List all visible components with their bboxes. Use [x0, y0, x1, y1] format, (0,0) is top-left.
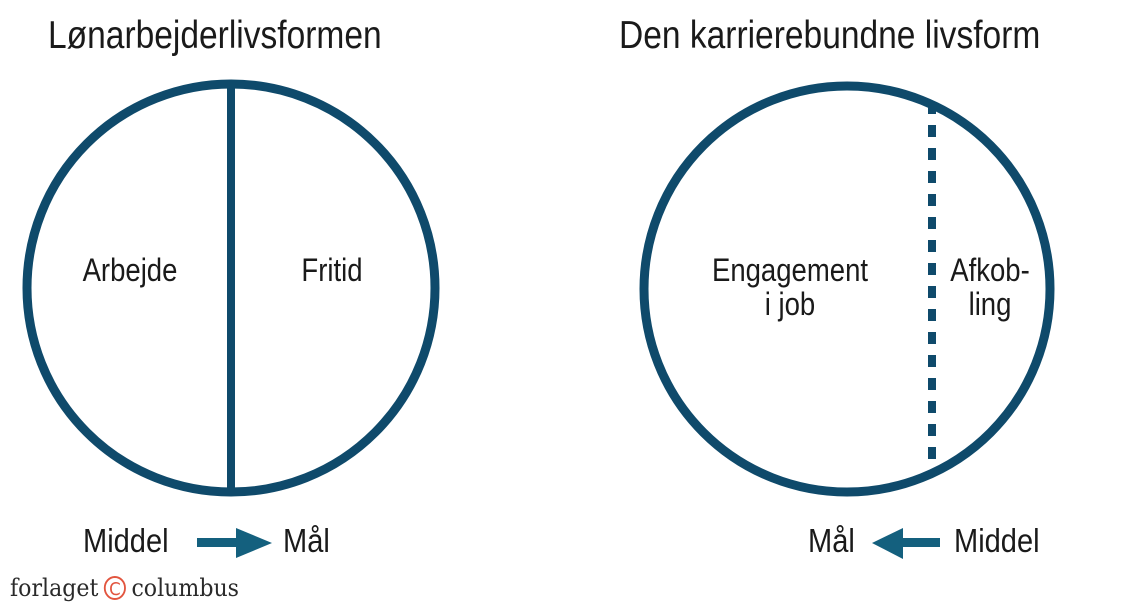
- segment-label-afkobling-line2: ling: [968, 286, 1012, 322]
- segment-label-afkobling-line1: Afkob-: [950, 252, 1030, 288]
- copyright-c-icon: C: [103, 576, 126, 600]
- left-diagram-title: Lønarbejderlivsformen: [48, 14, 382, 57]
- publisher-prefix: forlaget: [10, 574, 99, 602]
- right-circle-diagram: [639, 81, 1055, 497]
- left-circle-diagram: [22, 79, 440, 497]
- right-diagram-title: Den karrierebundne livsform: [619, 14, 1041, 57]
- segment-label-engagement-line2: i job: [764, 286, 816, 322]
- segment-label-arbejde: Arbejde: [82, 252, 178, 288]
- arrow-left-icon: [872, 528, 940, 559]
- right-flow-from-label: Middel: [954, 522, 1040, 559]
- right-circle: [639, 81, 1055, 497]
- left-flow-from-label: Middel: [83, 522, 169, 559]
- segment-label-engagement: Engagement i job: [695, 253, 884, 321]
- right-flow-to-label: Mål: [808, 522, 855, 559]
- left-flow-to-label: Mål: [283, 522, 330, 559]
- segment-label-afkobling: Afkob- ling: [943, 253, 1038, 321]
- segment-label-engagement-line1: Engagement: [711, 252, 869, 288]
- segment-label-fritid: Fritid: [301, 252, 363, 288]
- arrow-right-icon: [197, 528, 272, 558]
- publisher-logo: forlaget C columbus: [10, 574, 239, 602]
- left-circle: [22, 79, 440, 497]
- publisher-suffix: columbus: [131, 574, 240, 602]
